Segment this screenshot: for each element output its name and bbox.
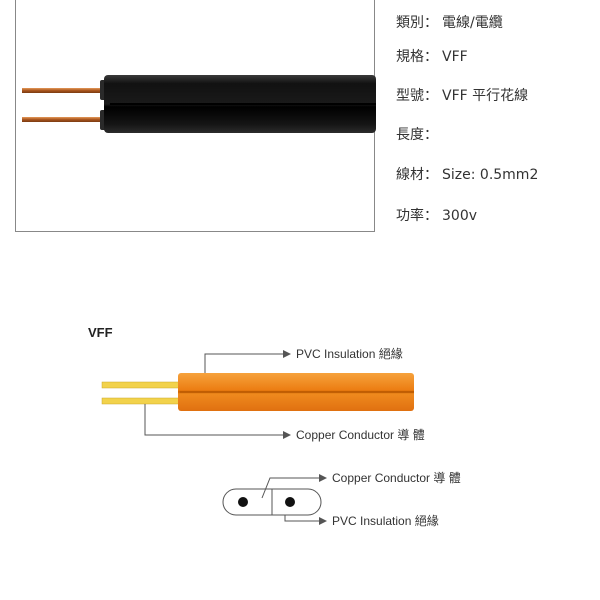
spec-value: Size: 0.5mm2	[442, 167, 539, 183]
spec-value: 300v	[442, 208, 478, 224]
spec-wire: 線材：Size: 0.5mm2	[396, 164, 538, 184]
leader-cs-conductor	[261, 474, 327, 499]
spec-label: 線材：	[396, 167, 438, 183]
spec-value: VFF	[442, 49, 468, 65]
conductor-top	[101, 381, 183, 389]
spec-length: 長度：	[396, 124, 442, 144]
spec-label: 長度：	[396, 127, 438, 143]
spec-model: 型號：VFF 平行花線	[396, 85, 528, 105]
conductor-bottom	[101, 397, 183, 405]
spec-standard: 規格：VFF	[396, 46, 468, 66]
leader-insulation	[204, 350, 291, 373]
conductor-right	[285, 497, 295, 507]
product-photo-frame	[15, 0, 376, 232]
side-view: PVC Insulation 絕緣 Copper Conductor 導 體	[101, 347, 425, 442]
spec-label: 型號：	[396, 88, 438, 104]
spec-category: 類別：電線/電纜	[396, 12, 503, 32]
cable-photo	[22, 75, 376, 133]
label-cs-copper-conductor: Copper Conductor 導 體	[332, 471, 461, 485]
spec-voltage: 功率：300v	[396, 205, 477, 225]
cross-section: Copper Conductor 導 體 PVC Insulation 絕緣	[222, 471, 461, 528]
vff-diagram: VFF PVC Insulation 絕緣 Copper Conductor 導…	[88, 325, 461, 528]
spec-label: 類別：	[396, 15, 438, 31]
diagram-title: VFF	[88, 325, 113, 340]
spec-value: VFF 平行花線	[442, 88, 529, 104]
spec-label: 功率：	[396, 208, 438, 224]
label-cs-pvc-insulation: PVC Insulation 絕緣	[332, 514, 439, 528]
spec-value: 電線/電纜	[442, 15, 503, 31]
cross-section-outline	[222, 488, 322, 516]
leader-cs-insulation	[284, 515, 327, 525]
copper-wire-bottom	[22, 117, 104, 122]
spec-label: 規格：	[396, 49, 438, 65]
label-copper-conductor: Copper Conductor 導 體	[296, 428, 425, 442]
leader-conductor	[144, 404, 291, 439]
copper-wire-top	[22, 88, 104, 93]
label-pvc-insulation: PVC Insulation 絕緣	[296, 347, 403, 361]
conductor-left	[238, 497, 248, 507]
